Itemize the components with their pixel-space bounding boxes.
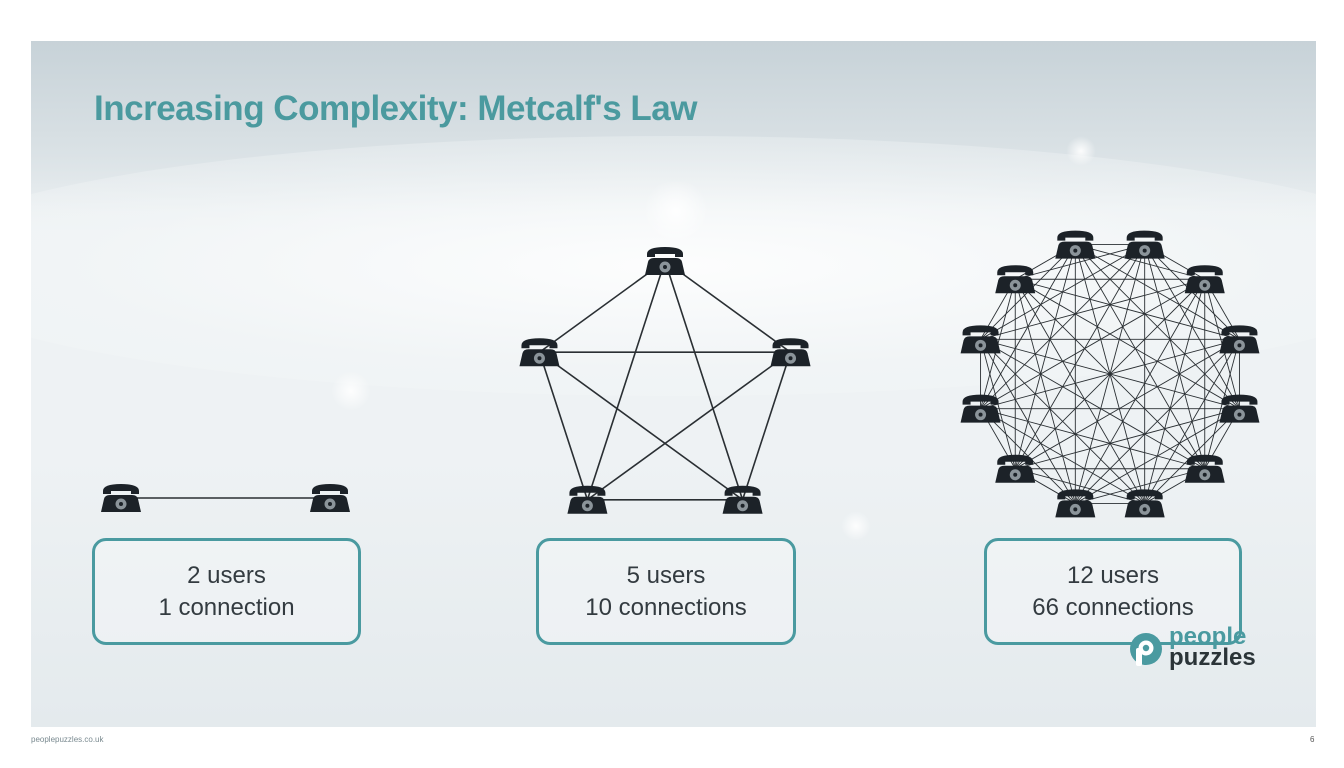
network-3-connection-45 bbox=[1015, 278, 1240, 410]
page-number: 6 bbox=[1310, 735, 1315, 744]
network-3-connection-50 bbox=[980, 338, 1205, 470]
network-2-telephone-icon-4 bbox=[567, 485, 608, 514]
logo-text-line-2: puzzles bbox=[1169, 644, 1256, 671]
footer-url: peoplepuzzles.co.uk bbox=[31, 735, 104, 744]
network-3-telephone-icon-2 bbox=[1124, 230, 1165, 259]
network-3-telephone-icon-4 bbox=[1219, 325, 1260, 354]
network-3-connection-47 bbox=[1075, 468, 1205, 504]
network-3-connection-18 bbox=[1014, 244, 1146, 469]
network-3-connection-35 bbox=[1015, 338, 1240, 470]
network-3-connection-55 bbox=[980, 339, 1145, 504]
network-3-connection-26 bbox=[1074, 279, 1206, 504]
network-2-label-box: 5 users 10 connections bbox=[536, 538, 796, 645]
network-3-connection-38 bbox=[1015, 278, 1240, 340]
network-2-connection-9 bbox=[538, 351, 744, 501]
network-3-telephone-icon-11 bbox=[960, 325, 1001, 354]
network-3-connections-label: 66 connections bbox=[1032, 593, 1194, 621]
people-puzzles-logo: people puzzles bbox=[1127, 623, 1267, 676]
network-3-telephone-icon-1 bbox=[1055, 230, 1096, 259]
network-2-users-label: 5 users bbox=[626, 561, 706, 589]
network-1-label-box: 2 users 1 connection bbox=[92, 538, 361, 645]
network-3-connection-56 bbox=[1014, 279, 1146, 504]
network-3-telephone-icon-12 bbox=[995, 265, 1036, 294]
network-3-connection-53 bbox=[1015, 468, 1145, 504]
network-3-telephone-icon-3 bbox=[1184, 265, 1225, 294]
network-2-connection-4 bbox=[538, 260, 666, 353]
network-3-label-box: 12 users 66 connections bbox=[984, 538, 1242, 645]
network-3-connection-58 bbox=[980, 408, 1076, 504]
network-3-telephone-icon-5 bbox=[1219, 394, 1260, 423]
network-3-telephone-icon-6 bbox=[1184, 454, 1225, 483]
slide-background: Increasing Complexity: Metcalf's Law bbox=[31, 41, 1316, 727]
network-3-connection-28 bbox=[980, 278, 1205, 410]
network-2-connection-2 bbox=[664, 260, 744, 501]
network-3-connection-49 bbox=[980, 408, 1205, 470]
network-3-connection-59 bbox=[980, 339, 1076, 504]
network-3-telephone-icon-7 bbox=[1124, 489, 1165, 518]
network-2-connection-3 bbox=[586, 260, 666, 501]
network-1-connections-label: 1 connection bbox=[158, 593, 295, 621]
network-1-telephone-icon-1 bbox=[101, 484, 141, 512]
logo-text-line-1: people bbox=[1169, 623, 1247, 650]
network-3-connection-21 bbox=[1015, 244, 1145, 280]
network-3-connection-42 bbox=[1015, 408, 1240, 470]
network-2-telephone-icon-1 bbox=[645, 247, 685, 275]
network-1-users-label: 2 users bbox=[187, 561, 266, 589]
network-2-connection-6 bbox=[586, 351, 792, 501]
slide-title: Increasing Complexity: Metcalf's Law bbox=[94, 89, 698, 128]
network-2-telephone-icon-5 bbox=[519, 338, 560, 367]
network-3-connection-5 bbox=[1074, 244, 1206, 469]
network-2-connection-1 bbox=[664, 260, 792, 353]
network-3-connection-29 bbox=[980, 278, 1205, 340]
network-3-connection-60 bbox=[1014, 279, 1076, 504]
network-3-telephone-icon-8 bbox=[1055, 489, 1096, 518]
network-3-telephone-icon-9 bbox=[995, 454, 1036, 483]
network-2-connections-label: 10 connections bbox=[585, 593, 747, 621]
network-3-users-label: 12 users bbox=[1066, 561, 1160, 589]
network-2-connection-5 bbox=[741, 351, 792, 501]
people-puzzles-logo-icon bbox=[1130, 633, 1162, 666]
network-2-telephone-icon-3 bbox=[722, 485, 763, 514]
network-2-connection-10 bbox=[538, 351, 589, 501]
network-2-telephone-icon-2 bbox=[770, 338, 811, 367]
network-3-connection-51 bbox=[1014, 278, 1206, 470]
network-3-telephone-icon-10 bbox=[960, 394, 1001, 423]
network-1-telephone-icon-2 bbox=[310, 484, 350, 512]
